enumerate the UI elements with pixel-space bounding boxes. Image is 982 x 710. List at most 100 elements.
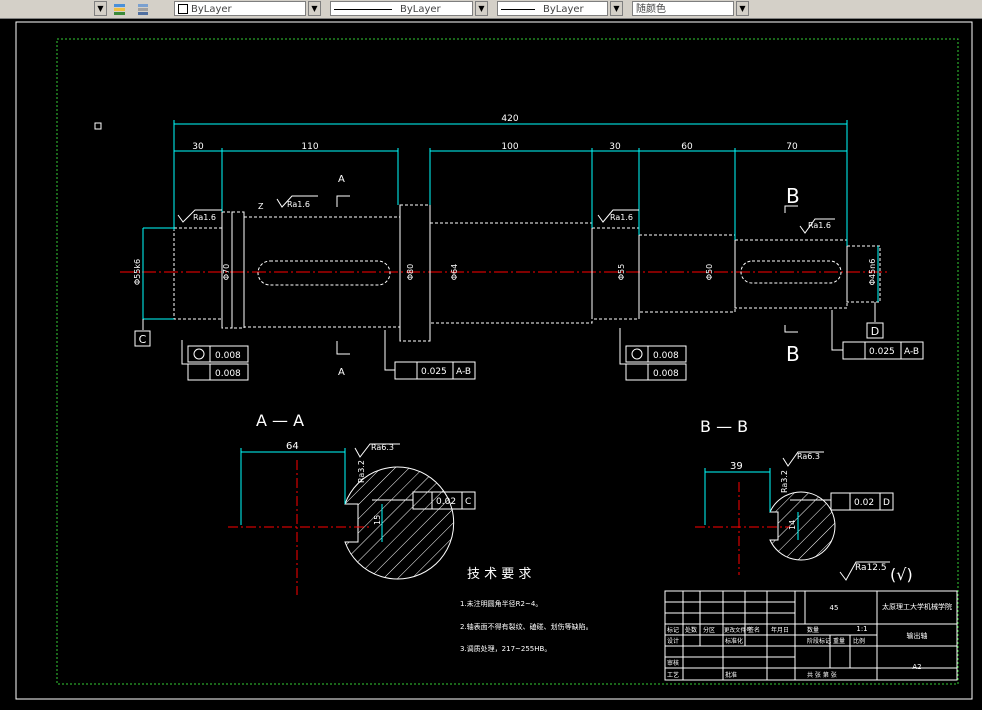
chevron-down-icon[interactable]: ▼ [94,1,107,16]
dimension-lines [142,120,879,320]
linetype-control[interactable]: ByLayer [330,1,473,16]
dia-70: Φ70 [222,264,231,280]
properties-toolbar: ▼ ByLayer ▼ ByLayer ▼ ByLayer ▼ 随颜色 ▼ [0,0,982,19]
tb-process: 工艺 [667,671,679,679]
tb-material: 45 [830,604,839,612]
tb-date: 年月日 [771,626,789,634]
dim-total: 420 [501,114,518,124]
layer-states-icon[interactable] [112,1,128,15]
shaft-outline [173,204,881,342]
dia-50: Φ50 [705,264,714,280]
color-control[interactable]: ByLayer [174,1,306,16]
inner-frame [56,38,959,685]
tol-sec-b-ref: D [883,498,890,508]
section-a-label: A — A [256,411,304,430]
tb-zone: 分区 [703,626,715,634]
tech-req-2: 2.轴表面不得有裂纹、磕碰、划伤等缺陷。 [460,622,593,631]
roughness-r4: Ra1.6 [808,221,831,230]
drawing-canvas[interactable]: 420 30 110 100 30 60 70 Φ55k6 Φ70 Φ80 Φ6… [0,19,982,706]
tech-req-title: 技 术 要 求 [467,567,531,582]
dia-80: Φ80 [406,264,415,280]
roughness-general: Ra12.5 [855,563,887,573]
roughness-symbols [177,195,890,581]
roughness-sec-a2: Ra3.2 [357,460,366,483]
ucs-marker [94,122,102,130]
cut-a-bottom: A [338,367,345,378]
chamfer-z: Z [258,202,264,211]
tech-req-3: 3.调质处理，217~255HB。 [460,644,551,653]
section-a-view [228,448,455,595]
tol-right-round: 0.008 [653,351,679,361]
cut-markers [336,195,798,355]
line-sample-icon [501,8,535,10]
title-block-grid [664,590,958,681]
tb-change: 更改文件号 [724,626,752,634]
tb-sheets: 共 张 第 张 [807,671,837,679]
tb-qty: 数量 [807,626,819,634]
tb-approve: 批准 [725,671,737,679]
tolerance-frames [181,310,924,511]
dia-right: Φ45n6 [868,259,877,286]
cut-a-top: A [338,174,345,185]
chevron-down-icon[interactable]: ▼ [736,1,749,16]
dim-70: 70 [786,142,798,152]
dim-100: 100 [501,142,518,152]
tb-count: 处数 [685,626,697,634]
section-b-label: B — B [700,417,748,436]
roughness-general-paren: (√) [890,565,913,584]
tol-sec-a-ref: C [465,497,471,507]
tol-sec-b: 0.02 [854,498,874,508]
step-lines [221,205,640,341]
cut-b-bottom: B [786,342,800,366]
roughness-r1: Ra1.6 [193,213,216,222]
tol-left-round: 0.008 [215,351,241,361]
dia-55: Φ55 [617,264,626,280]
chevron-down-icon[interactable]: ▼ [308,1,321,16]
dia-64: Φ64 [450,264,459,280]
tb-part-name: 输出轴 [907,631,928,640]
outer-frame [15,21,973,700]
tb-mark: 标记 [667,626,679,634]
color-label: ByLayer [191,4,232,15]
roughness-sec-b2: Ra3.2 [780,470,789,493]
tol-mid-runout: 0.025 [421,367,447,377]
plotstyle-control[interactable]: 随颜色 [632,1,734,16]
tol-mid-ref: A-B [456,367,471,377]
plotstyle-label: 随颜色 [636,4,666,15]
lineweight-label: ByLayer [543,4,584,15]
roughness-sec-a: Ra6.3 [371,443,394,452]
tb-review: 审核 [667,659,679,667]
tol-right-runout: 0.008 [653,369,679,379]
tb-ratio: 比例 [853,637,865,645]
chevron-down-icon[interactable]: ▼ [610,1,623,16]
tech-req-1: 1.未注明圆角半径R2~4。 [460,599,542,608]
dim-60: 60 [681,142,693,152]
color-swatch-icon [178,4,188,14]
tol-far-runout: 0.025 [869,347,895,357]
lineweight-control[interactable]: ByLayer [497,1,608,16]
layer-previous-icon[interactable] [135,1,151,15]
dim-30a: 30 [192,142,204,152]
tb-design: 设计 [667,637,679,645]
tb-scale: 1:1 [856,625,867,633]
tb-sheet-no: A2 [912,663,921,671]
dim-110: 110 [301,142,318,152]
roughness-r3: Ra1.6 [610,213,633,222]
tb-standard: 标准化 [725,637,743,645]
datum-c-box [134,330,151,347]
depth-b: 14 [788,520,797,530]
cut-b-top: B [786,184,800,208]
tb-weight: 重量 [833,637,845,645]
line-sample-icon [334,8,392,10]
dia-left: Φ55k6 [133,259,142,285]
tb-signature: 签名 [748,626,760,634]
cad-drawing: 420 30 110 100 30 60 70 Φ55k6 Φ70 Φ80 Φ6… [15,21,973,700]
chevron-down-icon[interactable]: ▼ [475,1,488,16]
depth-a: 15 [373,515,382,525]
datum-d-box [866,322,884,339]
roughness-sec-b: Ra6.3 [797,452,820,461]
datum-c: C [139,333,147,346]
roughness-r2: Ra1.6 [287,200,310,209]
width-a: 64 [286,441,299,452]
tol-far-ref: A-B [904,347,919,357]
